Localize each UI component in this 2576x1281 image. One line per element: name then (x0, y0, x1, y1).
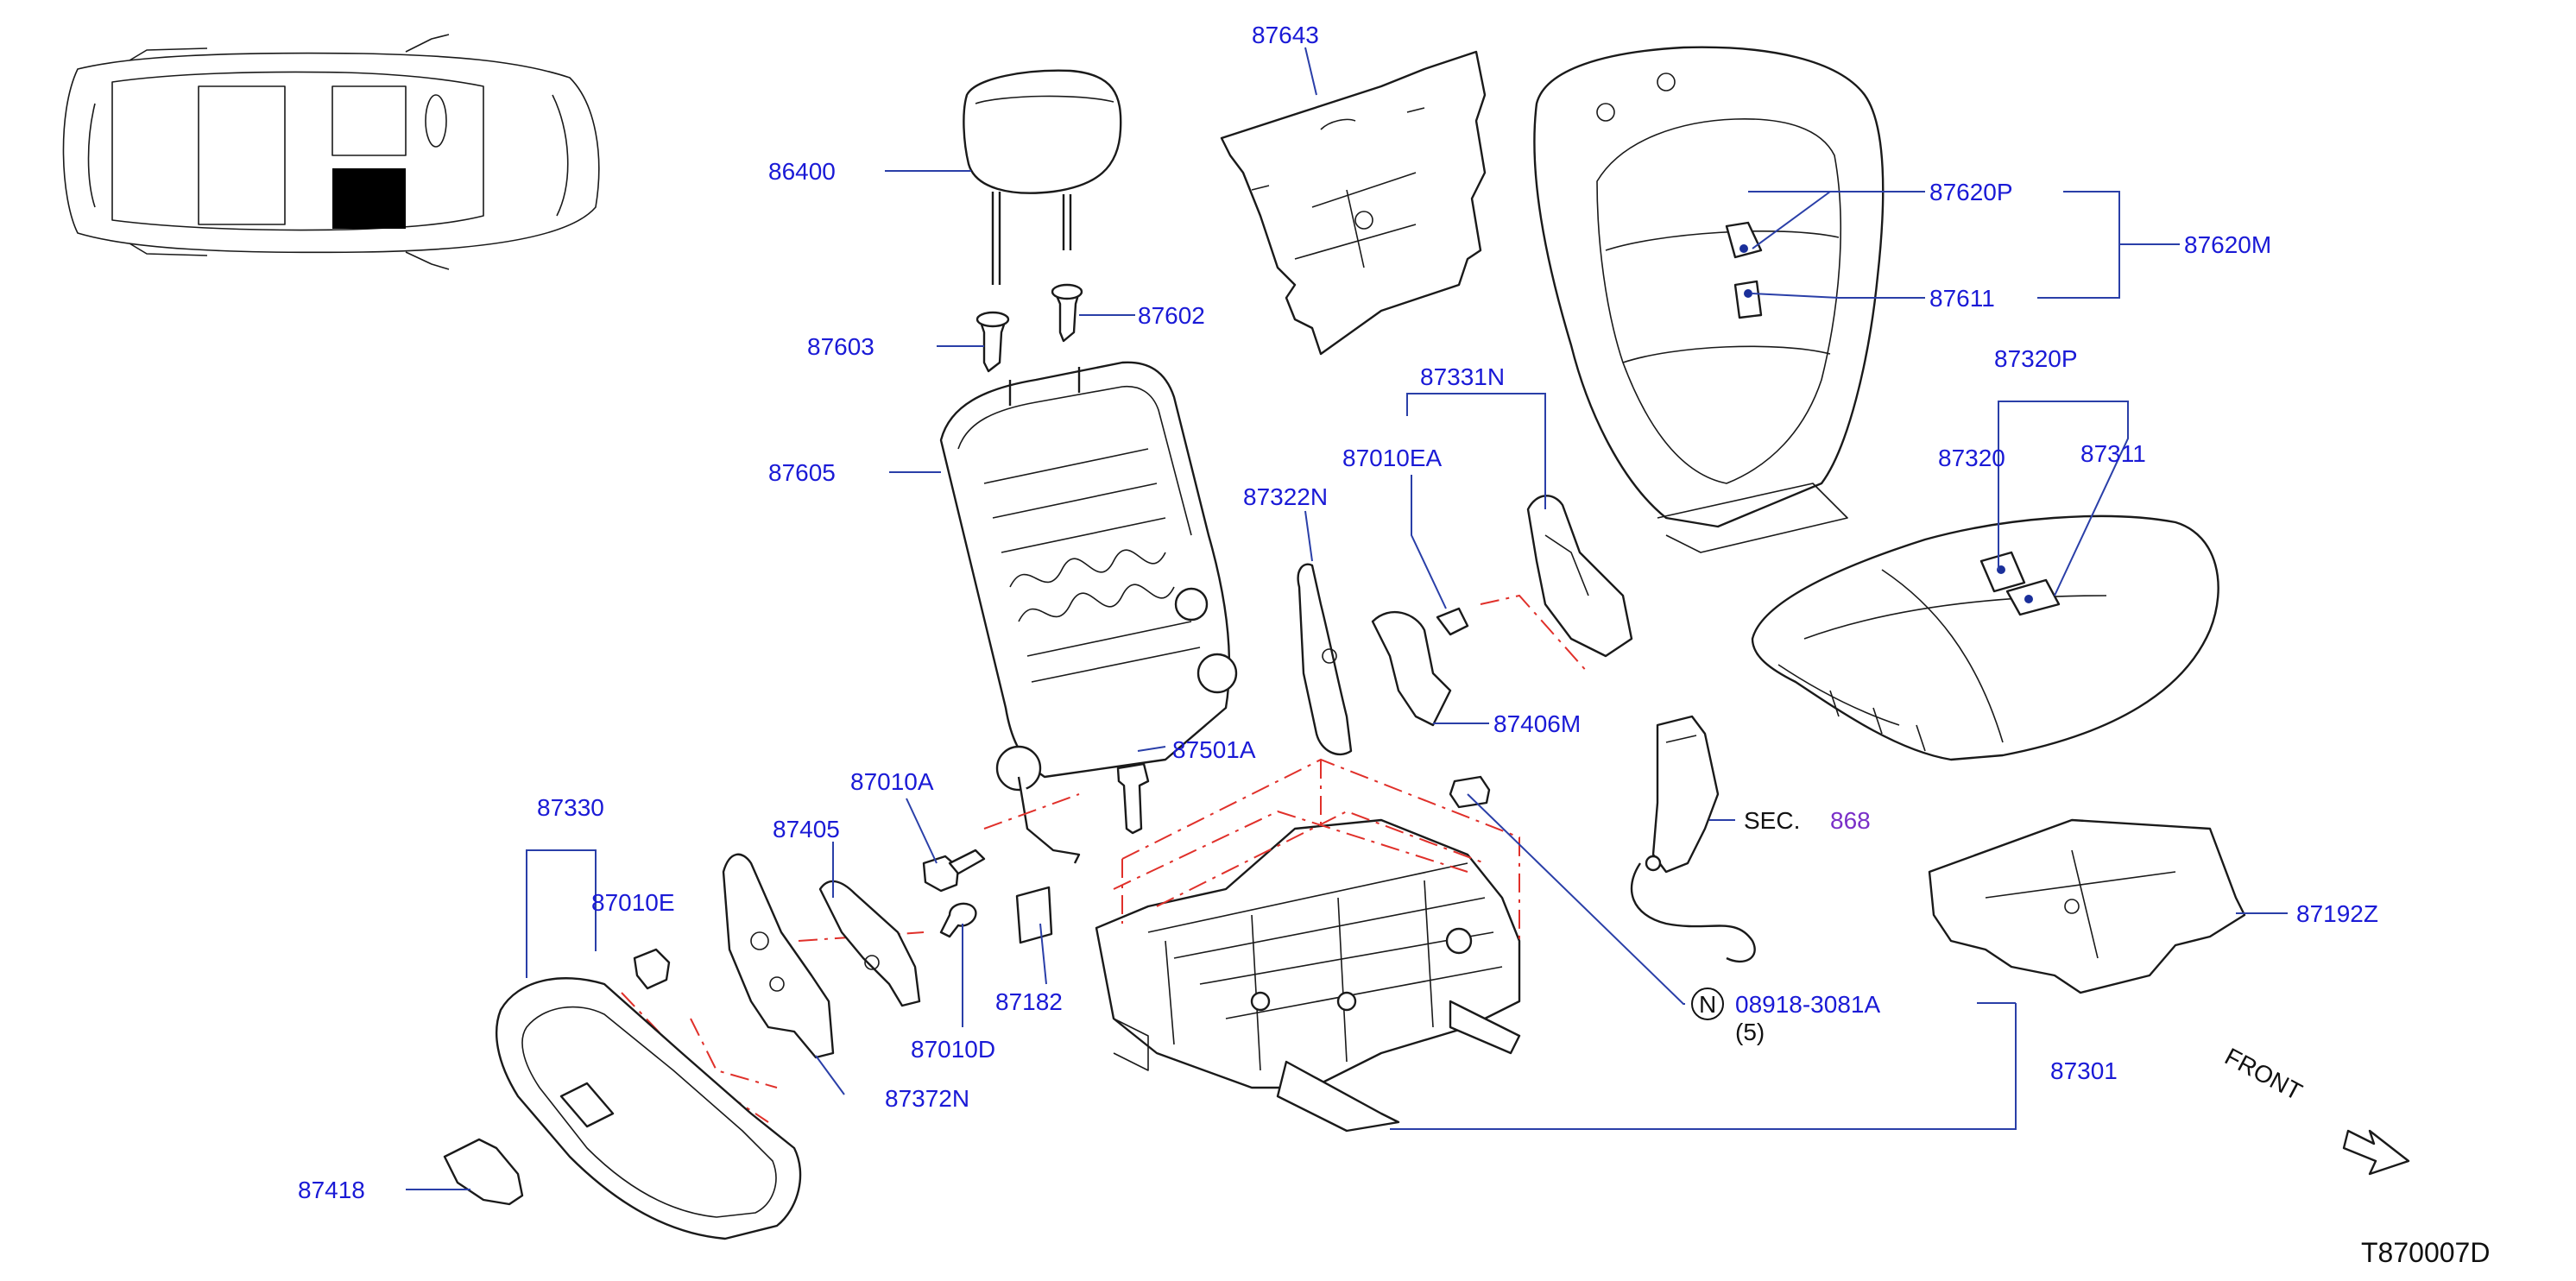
front-direction-indicator (2342, 1129, 2410, 1176)
label-87322N: 87322N (1243, 483, 1328, 510)
label-87418: 87418 (298, 1177, 365, 1203)
label-87501A: 87501A (1172, 736, 1256, 763)
seatbelt-buckle-part (1630, 715, 1756, 963)
label-87192Z: 87192Z (2296, 900, 2378, 927)
label-section-number: 868 (1830, 807, 1871, 834)
bolt-87501A (1116, 762, 1150, 835)
label-87311: 87311 (2080, 440, 2146, 467)
label-87182: 87182 (995, 988, 1063, 1015)
label-87330: 87330 (537, 794, 604, 821)
headrest-part (963, 69, 1122, 285)
clip-87010E (633, 948, 671, 990)
seatback-trim-part (1533, 46, 1885, 553)
nut-symbol-letter: N (1699, 991, 1716, 1018)
label-87320: 87320 (1938, 445, 2005, 471)
inner-cover-87372N (722, 853, 835, 1059)
label-87301: 87301 (2050, 1057, 2118, 1084)
label-87406M: 87406M (1493, 710, 1581, 737)
diagram-id: T870007D (2361, 1237, 2490, 1268)
label-87010D: 87010D (911, 1036, 995, 1063)
label-87620M: 87620M (2184, 231, 2271, 258)
cushion-side-parts (1297, 495, 1633, 756)
label-87605: 87605 (768, 459, 836, 486)
label-87010A: 87010A (850, 768, 934, 795)
seatback-frame-part (939, 361, 1238, 864)
bolt-87010D (939, 902, 977, 938)
label-87372N: 87372N (885, 1085, 969, 1112)
label-87010EA: 87010EA (1342, 445, 1443, 471)
seat-location-marker (332, 168, 406, 229)
label-08918-3081A: 08918-3081A (1735, 991, 1880, 1018)
nut-08918 (1449, 775, 1491, 809)
label-87010E: 87010E (591, 889, 675, 916)
knob-87418 (443, 1138, 524, 1206)
spring-87182 (1015, 886, 1053, 944)
outer-shield-87330 (496, 977, 802, 1240)
label-front: FRONT (2220, 1043, 2307, 1106)
label-87643: 87643 (1252, 22, 1319, 48)
vehicle-locator-diagram (62, 34, 600, 270)
cushion-pad-part (1928, 818, 2246, 994)
nut-87010A (922, 849, 986, 893)
callout-labels: 86400 87603 87602 87605 87643 87620P 876… (298, 22, 2490, 1268)
label-87331N: 87331N (1420, 363, 1505, 390)
label-87603: 87603 (807, 333, 874, 360)
label-87611: 87611 (1929, 285, 1995, 312)
nut-symbol-circle (1691, 988, 1724, 1020)
seat-cushion-frame-part (1095, 818, 1521, 1133)
label-87602: 87602 (1138, 302, 1205, 329)
leader-lines (406, 47, 2288, 1190)
label-nut-quantity: (5) (1735, 1019, 1765, 1045)
back-board-part (1220, 50, 1487, 356)
label-86400: 86400 (768, 158, 836, 185)
label-87405: 87405 (773, 816, 840, 842)
label-87320P: 87320P (1994, 345, 2078, 372)
label-section-prefix: SEC. (1744, 807, 1800, 834)
headrest-guide-parts (975, 283, 1083, 373)
label-87620P: 87620P (1929, 179, 2013, 205)
seat-cushion-trim-part (1751, 514, 2219, 761)
inner-cover-87405 (818, 880, 921, 1007)
